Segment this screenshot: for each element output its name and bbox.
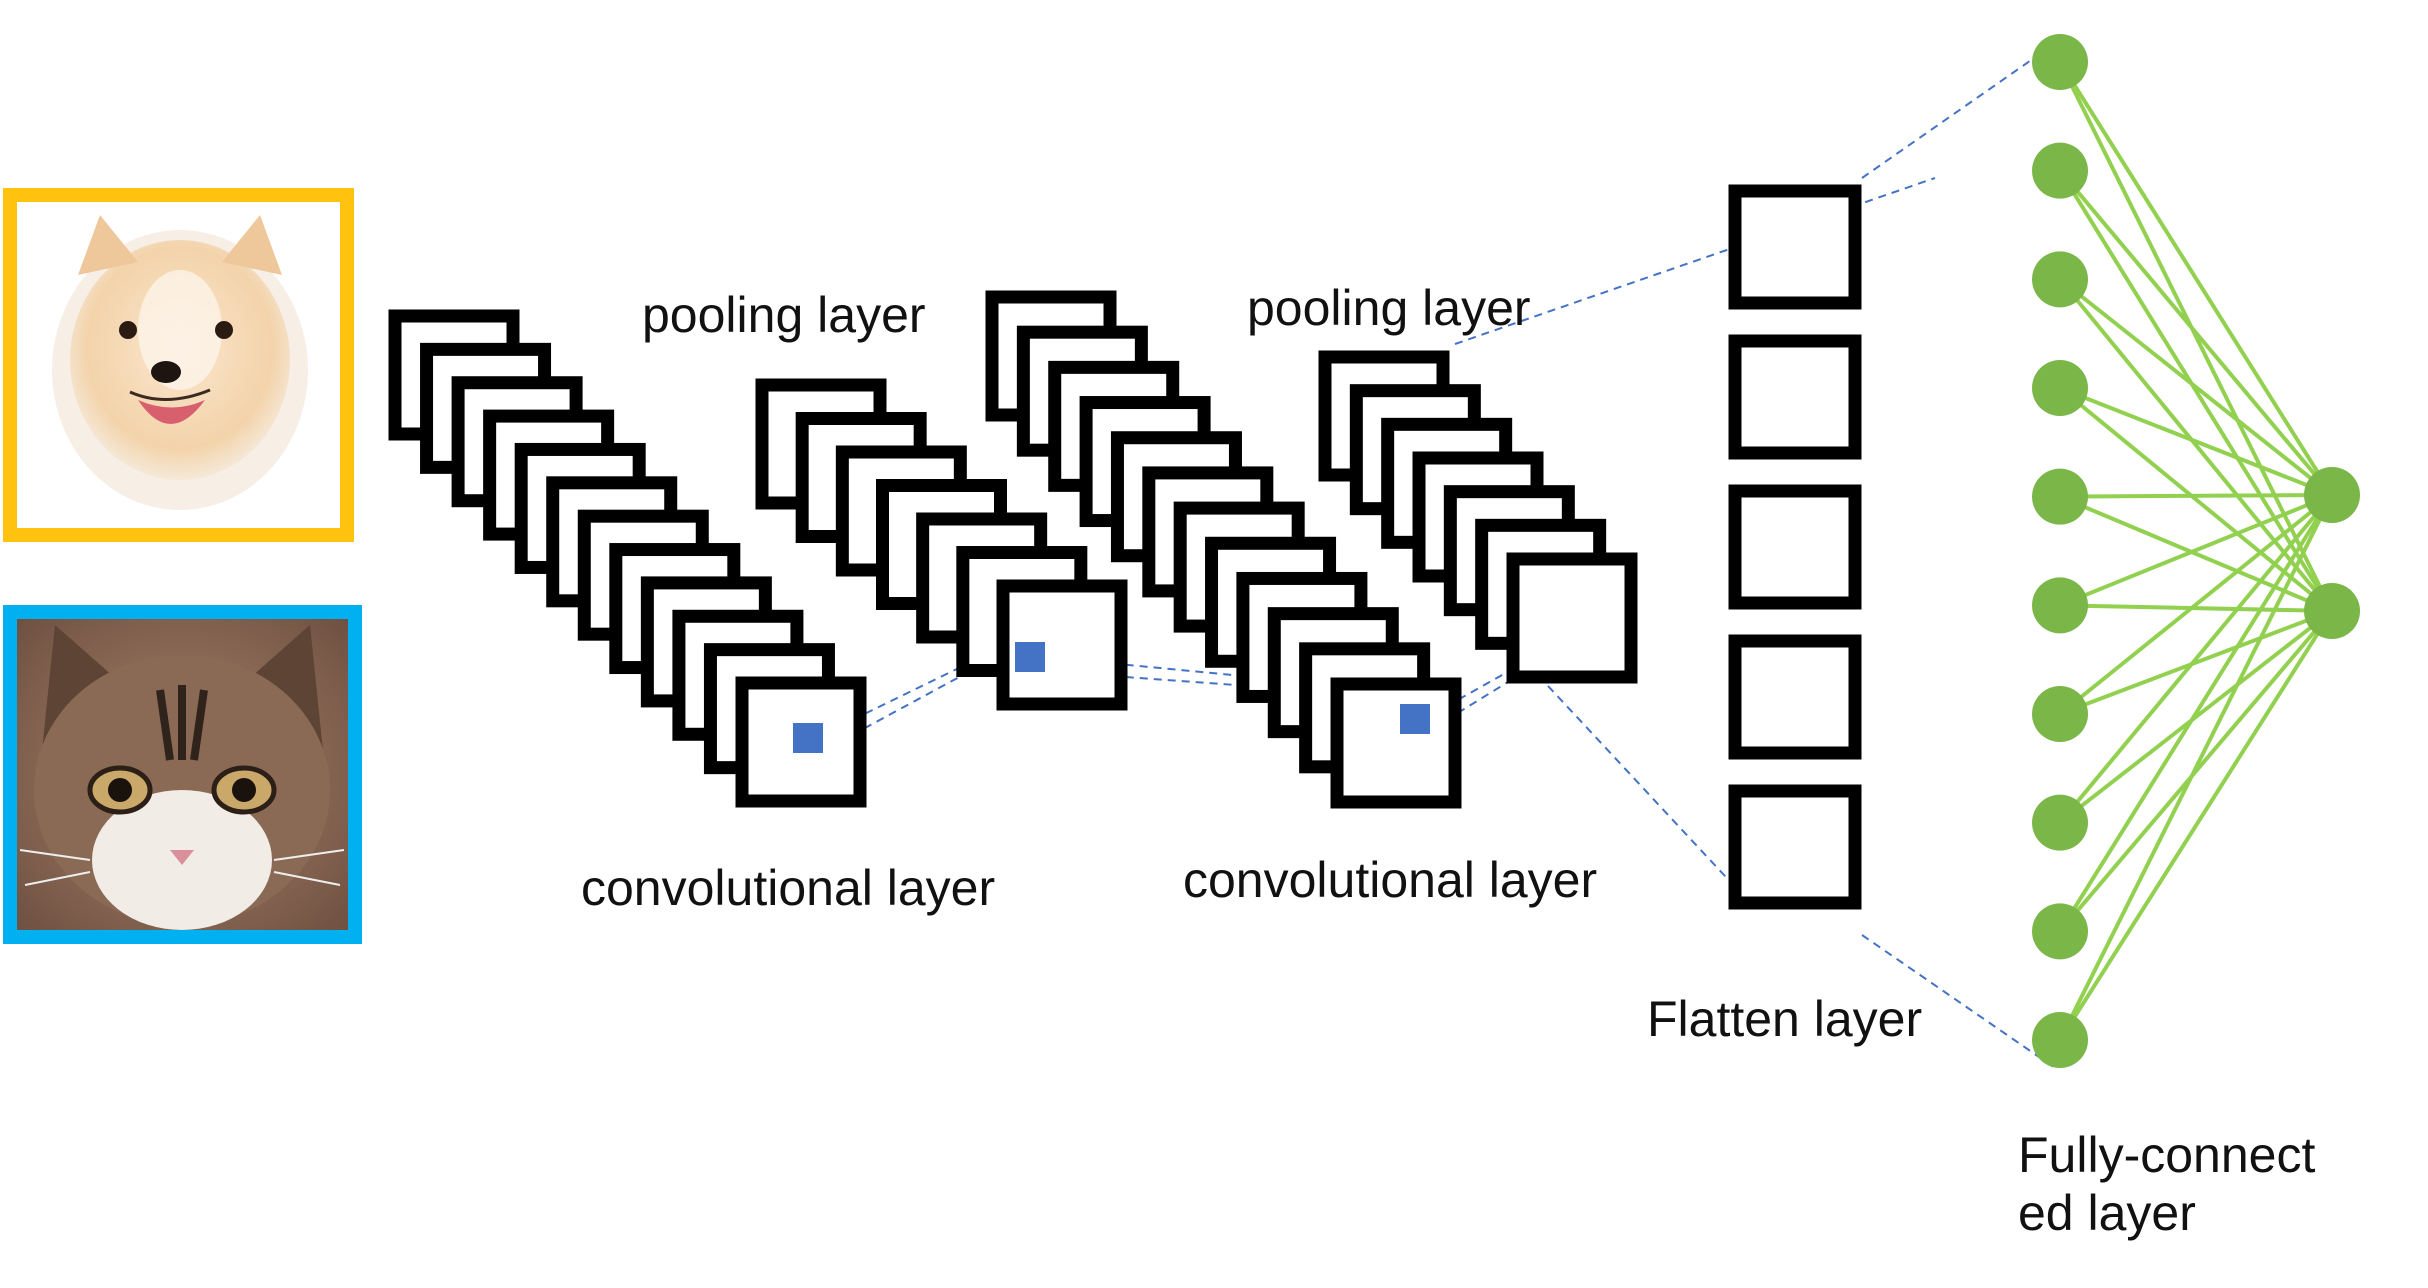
- fc-edge: [2058, 277, 2334, 497]
- label-flatten-layer: Flatten layer: [1647, 991, 1922, 1047]
- kernel-pool1: [1015, 642, 1045, 672]
- fc-output-node: [2304, 467, 2360, 523]
- pool2-feature-map: [1506, 552, 1638, 684]
- fc-edge: [2058, 494, 2334, 1041]
- kernel-squares: [793, 642, 1430, 753]
- cat-input-image: [3, 605, 362, 944]
- label-convolutional-layer-1: convolutional layer: [581, 860, 995, 916]
- label-convolutional-layer-2: convolutional layer: [1183, 852, 1597, 908]
- fc-edge: [2059, 493, 2333, 499]
- fc-hidden-node: [2032, 251, 2088, 308]
- fc-edge: [2059, 386, 2333, 497]
- fc-edge: [2058, 493, 2334, 933]
- fc-edge: [2059, 494, 2333, 613]
- fc-edge: [2058, 61, 2334, 612]
- fc-edge: [2058, 386, 2334, 613]
- fc-edge: [2058, 169, 2334, 613]
- flatten-unit: [1728, 184, 1862, 310]
- fc-hidden-node: [2032, 1012, 2088, 1068]
- fc-edges: [2058, 60, 2334, 1042]
- fc-edge: [2058, 278, 2334, 613]
- fc-hidden-node: [2032, 577, 2088, 634]
- dog-face: [52, 215, 308, 510]
- fc-hidden-node: [2032, 903, 2088, 960]
- flatten-unit: [1728, 784, 1862, 910]
- kernel-conv2: [1400, 704, 1430, 734]
- fc-hidden-node: [2032, 686, 2088, 742]
- kernel-conv1: [793, 723, 823, 753]
- conv1-feature-map: [735, 676, 867, 808]
- fc-output-node: [2304, 583, 2360, 639]
- flatten-layer: [1728, 184, 1862, 910]
- conv1-stack: [388, 309, 867, 808]
- label-pooling-layer-1: pooling layer: [642, 287, 926, 343]
- fc-hidden-node: [2032, 142, 2088, 199]
- label-pooling-layer-2: pooling layer: [1247, 280, 1531, 336]
- flatten-unit: [1728, 484, 1862, 610]
- pool1-stack: [755, 378, 1128, 711]
- label-fully-connected-line-2: ed layer: [2018, 1185, 2196, 1241]
- fc-edge: [2059, 603, 2333, 613]
- fc-edge: [2058, 169, 2334, 497]
- flatten-unit: [1728, 334, 1862, 460]
- fc-hidden-node: [2032, 34, 2088, 90]
- pool2-stack: [1318, 350, 1638, 684]
- label-fully-connected-line-1: Fully-connect: [2018, 1127, 2315, 1183]
- fc-nodes: [2032, 34, 2360, 1068]
- fc-edge: [2058, 60, 2334, 497]
- dog-input-image: [3, 188, 354, 542]
- feature-map-stacks: [388, 290, 1638, 809]
- fc-hidden-node: [2032, 468, 2088, 525]
- conv2-feature-map: [1330, 677, 1462, 809]
- flatten-unit: [1728, 634, 1862, 760]
- conv2-stack: [985, 290, 1462, 809]
- fc-edge: [2059, 493, 2333, 608]
- fc-edge: [2059, 609, 2333, 716]
- cat-face: [19, 625, 345, 930]
- fc-hidden-node: [2032, 360, 2088, 416]
- fc-hidden-node: [2032, 794, 2088, 851]
- fc-edge: [2058, 609, 2334, 1042]
- fc-edge: [2058, 493, 2334, 716]
- fc-edge: [2058, 493, 2334, 824]
